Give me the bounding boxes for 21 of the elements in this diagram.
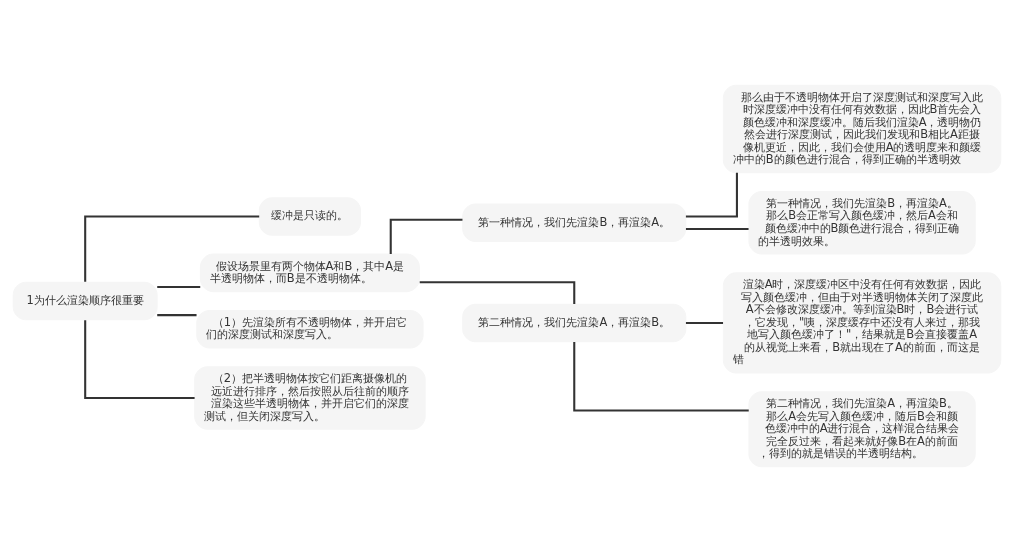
node-box: 第二种情况，我们先渲染A，再渲染B。那么A会先写入颜色缓冲，随后B会和颜色缓冲中的A进行混合，这样混合结果会完全反过来，看起来就好像B在A的前面，得到的就是错误的半透明结构。 xyxy=(748,391,976,468)
connector xyxy=(84,320,195,400)
node-box: 渲染A时，深度缓冲区中没有任何有效数据，因此写入颜色缓冲，但由于对半透明物体关闭了深度此A不会修改深度缓冲。等到渲染B时，B会进行试，它发现，"咦，深度缓存中还没有人来过，那我地写入颜色缓冲了！"，结果就是B会直接覆盖A的从视觉上来看，B就出现在了A的前面，而这是错 xyxy=(722,272,1002,374)
connector xyxy=(685,172,738,218)
connector xyxy=(685,228,749,231)
node-box: 1为什么渲染顺序很重要 xyxy=(12,281,158,321)
node-box: （2）把半透明物体按它们距离摄像机的远近进行排序，然后按照从后往前的顺序渲染这些半透明物体，并开启它们的深度测试，但关闭深度写入。 xyxy=(194,366,426,430)
node-box: 那么由于不透明物体开启了深度测试和深度写入此时深度缓冲中没有任何有效数据，因此B首先会入颜色缓冲和深度缓冲。随后我们渲染A，透明物仍然会进行深度测试，因此我们发现和B相比A距摄像机更近，因此，我们会使用A的透明度来和颜缓冲中的B的颜色进行混合，得到正确的半透明效 xyxy=(722,84,1002,174)
connector xyxy=(157,285,201,288)
node-box: 缓冲是只读的。 xyxy=(258,197,361,236)
connector xyxy=(389,218,463,254)
node-box: 第一种情况，我们先渲染B，再渲染A。 xyxy=(462,203,687,243)
connector xyxy=(685,321,724,324)
node-box: （1）先渲染所有不透明物体，并开启它们的深度测试和深度写入。 xyxy=(196,309,424,349)
node-box: 假设场景里有两个物体A和B，其中A是半透明物体，而B是不透明物体。 xyxy=(199,253,420,293)
node-box: 第二种情况，我们先渲染A，再渲染B。 xyxy=(462,303,687,343)
connector xyxy=(419,281,576,304)
node-box: 第一种情况，我们先渲染B，再渲染A。那么B会正常写入颜色缓冲，然后A会和颜色缓冲中的B颜色进行混合，得到正确的半透明效果。 xyxy=(748,191,976,255)
connector xyxy=(573,341,749,412)
connector xyxy=(84,215,260,282)
connector xyxy=(157,314,197,317)
